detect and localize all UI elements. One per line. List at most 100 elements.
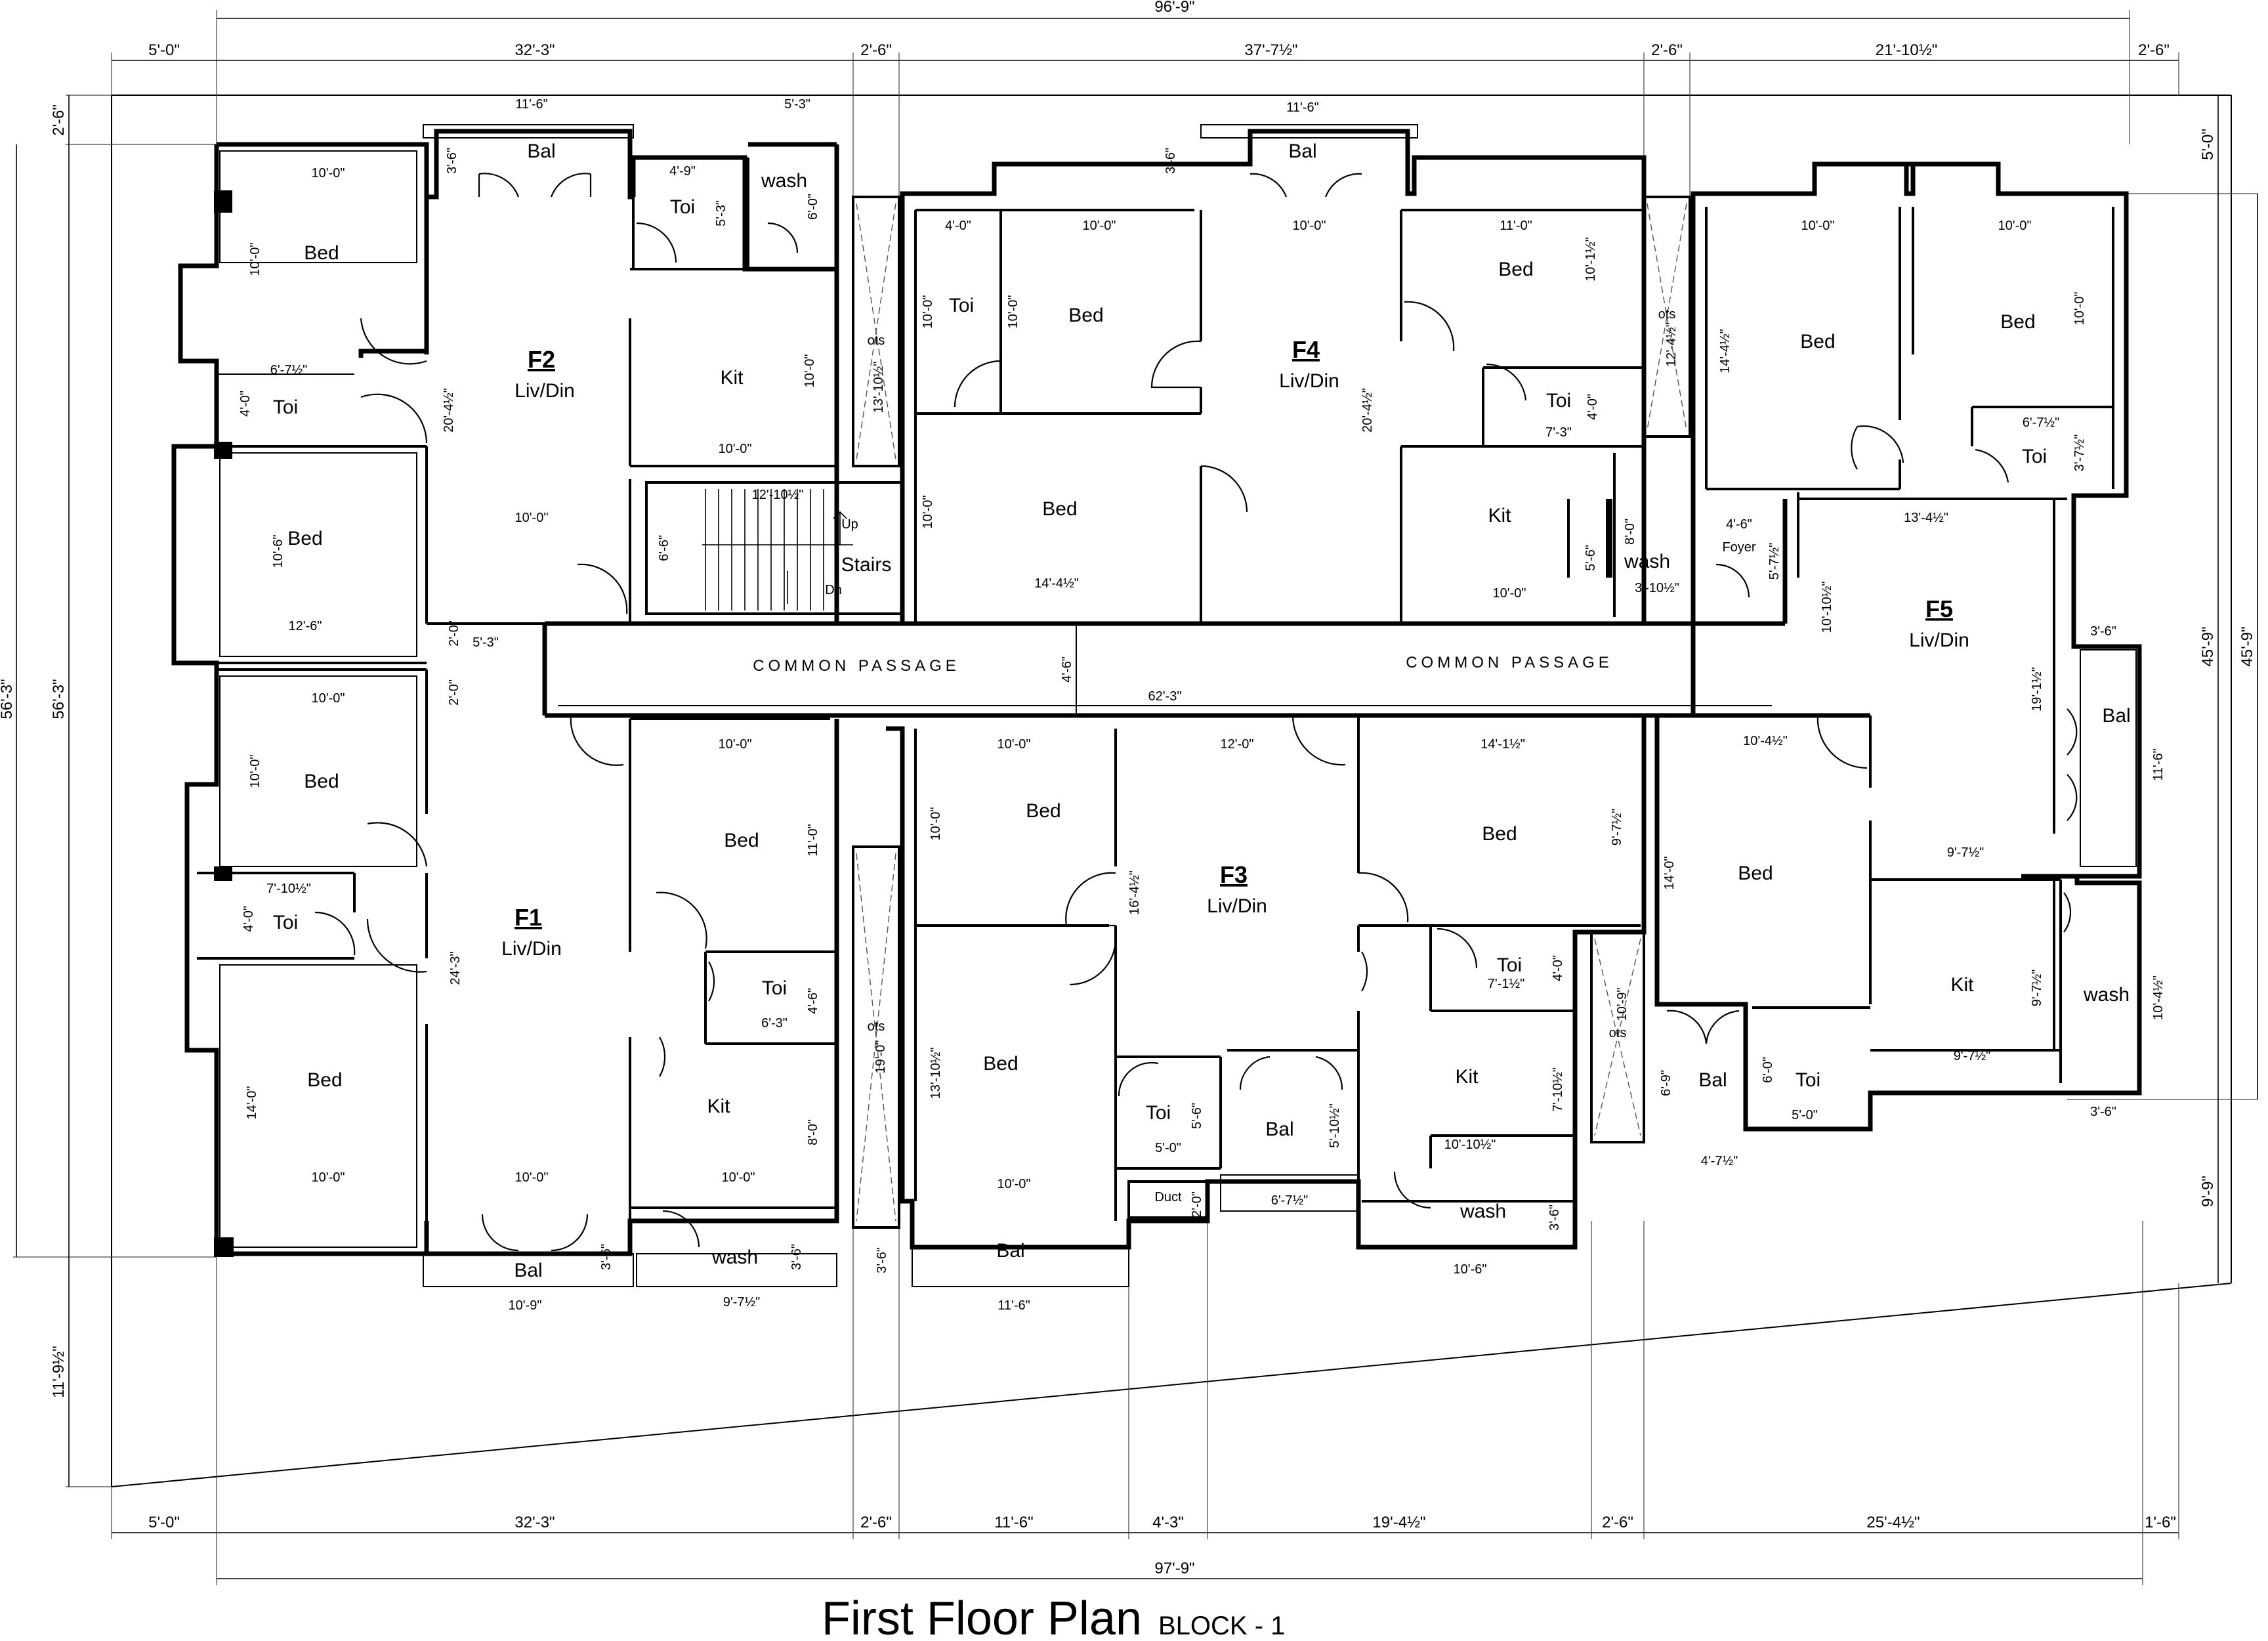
dim-ots-1: 13'-10½": [872, 362, 886, 414]
room-f1-toi: Toi: [273, 912, 298, 933]
dim-f3-duct: 2'-0": [1190, 1191, 1204, 1218]
column-f4-a: [1606, 499, 1612, 578]
dim-f4-bal-h: 3'-6": [1164, 148, 1178, 174]
room-f4-toi-2: Toi: [1546, 390, 1571, 412]
stairs-label: Stairs: [841, 554, 892, 576]
column-f1-a: [214, 866, 232, 881]
flat-f4-label: F4: [1292, 336, 1320, 363]
dim-f4-bal-w: 11'-6": [1286, 100, 1318, 115]
title-main: First Floor Plan: [822, 1592, 1142, 1641]
dim-f1-bed1-h: 10'-0": [248, 755, 262, 788]
room-f2-wash: wash: [761, 170, 807, 192]
flat-f5-label: F5: [1925, 595, 1953, 622]
flat-f3-label: F3: [1220, 861, 1248, 888]
room-f4-toi: Toi: [949, 295, 974, 316]
dim-f5-toi2-h: 6'-0": [1761, 1057, 1775, 1083]
dim-f2-2-0-b: 2'-0": [447, 679, 461, 706]
room-f4-kit: Kit: [1488, 505, 1511, 526]
dim-f5-kit-w: 9'-7½": [1954, 1049, 1991, 1063]
dim-f5-foyer-w: 4'-6": [1726, 517, 1752, 532]
dim-stair-w: 12'-10½": [752, 488, 804, 502]
room-f2-bed-1: Bed: [304, 242, 339, 264]
dim-f2-kit-w: 10'-0": [719, 442, 752, 456]
room-f3-toi: Toi: [1146, 1102, 1171, 1124]
ots-4-label: ots: [1609, 1026, 1627, 1040]
flat-f2: Bed Toi Bed Bal Toi wash F2 Liv/Din Kit …: [171, 97, 839, 706]
room-f5-toi-2: Toi: [1796, 1069, 1820, 1091]
dim-bottom-4: 11'-6": [994, 1514, 1033, 1531]
dim-f3-toi2-w: 7'-1½": [1488, 977, 1525, 991]
dim-f5-toi-w: 6'-7½": [2023, 416, 2060, 430]
room-f5-living: Liv/Din: [1909, 629, 1969, 651]
dim-left-3: 56'-3": [50, 679, 68, 719]
room-f1-kit: Kit: [707, 1096, 730, 1117]
dim-f5-kit-h: 9'-7½": [2030, 970, 2044, 1007]
dim-top-6: 21'-10½": [1876, 41, 1938, 59]
room-f5-kit: Kit: [1950, 974, 1974, 996]
flat-f5: Bed Bed Toi Foyer F5 Liv/Din Bal Bed Kit…: [1654, 161, 2166, 1168]
dim-f3-bed1-w: 10'-0": [998, 737, 1031, 752]
dim-f1-bed3-w: 10'-0": [719, 737, 752, 752]
dim-f4-bed1-w: 10'-0": [1083, 219, 1116, 233]
flat-f2-label: F2: [528, 346, 555, 373]
dim-f5-liv-h: 10'-10½": [1820, 582, 1834, 633]
room-f5-bed-2: Bed: [2000, 311, 2035, 333]
dim-right-3: 45'-9": [2238, 626, 2256, 666]
room-f3-bed-2: Bed: [983, 1053, 1018, 1075]
dim-f4-toi-w: 4'-0": [945, 219, 971, 233]
dim-f1-liv-h: 24'-3": [448, 952, 463, 985]
bottom-dimensions: 5'-0" 32'-3" 2'-6" 11'-6" 4'-3" 19'-4½" …: [111, 1221, 2179, 1585]
dim-f2-bal-w: 11'-6": [515, 97, 547, 112]
dim-left-2: 56'-3": [0, 679, 16, 719]
dim-top-1: 5'-0": [148, 41, 180, 59]
room-f3-wash: wash: [1460, 1201, 1506, 1222]
dim-f5-bal-h: 11'-6": [2151, 748, 2166, 780]
flat-f3: Bed F3 Liv/Din Bed Toi Bal Duct Bal Bed …: [886, 715, 1647, 1313]
dim-f5-9-7-a: 9'-7½": [1947, 845, 1984, 860]
dim-f1-bed2-h: 14'-0": [245, 1086, 259, 1120]
dim-f1-bed1-w: 10'-0": [312, 691, 345, 706]
room-f1-living: Liv/Din: [501, 938, 562, 960]
dim-f4-liv-h: 20'-4½": [1360, 388, 1375, 433]
dim-f5-bed1-h: 14'-4½": [1718, 329, 1732, 373]
dim-f2-bed2-w: 12'-6": [289, 619, 322, 633]
dim-f4-toi2-h: 4'-0": [1586, 394, 1600, 420]
room-f3-bed-1: Bed: [1026, 800, 1060, 822]
room-f2-toi-2: Toi: [670, 196, 695, 218]
title-sub: BLOCK - 1: [1158, 1611, 1285, 1640]
dim-f1-bal-h: 3'-6": [599, 1244, 614, 1270]
dim-f5-bed3-w: 10'-4½": [1743, 734, 1788, 748]
dim-f2-2-0-a: 2'-0": [447, 620, 461, 647]
dim-right-1: 5'-0": [2199, 129, 2217, 160]
dim-f3-bed3-w: 14'-1½": [1480, 737, 1525, 752]
dim-f3-bal-h: 5'-10½": [1328, 1103, 1342, 1148]
room-f1-toi-2: Toi: [762, 977, 787, 999]
ots-2-label: ots: [1658, 307, 1676, 322]
room-f2-living: Liv/Din: [514, 380, 575, 402]
room-f3-duct: Duct: [1154, 1190, 1182, 1204]
dim-f5-foyer-h: 5'-7½": [1767, 543, 1782, 580]
stair-treads: [705, 489, 824, 610]
room-f1-wash: wash: [711, 1247, 758, 1268]
dim-f1-wash-h: 3'-6": [789, 1244, 804, 1270]
flat-f1-label: F1: [514, 904, 542, 931]
dim-f2-wash-w: 5'-3": [784, 97, 810, 112]
dim-left-1: 2'-6": [50, 104, 68, 136]
dim-f3-bal2-w: 11'-6": [998, 1298, 1030, 1313]
dim-f2-toi2-h: 5'-3": [714, 200, 728, 226]
dim-f3-bed2-w: 10'-0": [998, 1177, 1031, 1191]
dim-bottom-8: 25'-4½": [1866, 1514, 1920, 1531]
drawing-title: First Floor Plan BLOCK - 1: [822, 1592, 1286, 1641]
room-f2-kit: Kit: [720, 367, 744, 389]
dim-passage-w: 62'-3": [1148, 689, 1182, 704]
dim-stair-h: 6'-6": [657, 535, 671, 561]
room-f3-bal-2: Bal: [996, 1240, 1024, 1262]
dim-f4-toi2-w: 7'-3": [1545, 425, 1572, 440]
column-f2-a: [214, 190, 232, 213]
dim-f4-bed2-h: 10'-0": [921, 496, 935, 529]
room-f3-kit: Kit: [1455, 1066, 1479, 1088]
room-f5-bal: Bal: [2102, 705, 2130, 727]
dim-f4-bed3-w: 11'-0": [1500, 219, 1532, 233]
dim-f2-kit-h: 10'-0": [803, 354, 817, 388]
